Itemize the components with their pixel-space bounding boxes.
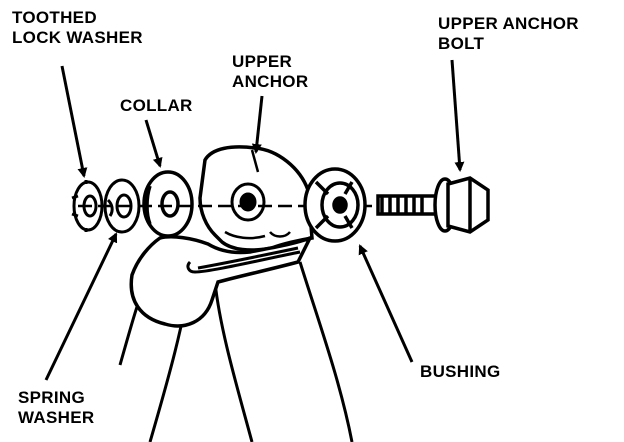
anchor-slot	[186, 246, 301, 274]
label-spring-washer-line-1: SPRING	[18, 388, 85, 407]
label-toothed-lock-washer: TOOTHED LOCK WASHER	[12, 8, 143, 48]
label-upper-anchor-bolt-line-2: BOLT	[438, 34, 485, 53]
label-collar-line-1: COLLAR	[120, 96, 193, 115]
leader-upper-anchor-bolt	[450, 59, 465, 172]
label-upper-anchor: UPPER ANCHOR	[232, 52, 308, 92]
anchor-bolt-hole	[230, 182, 266, 222]
leader-arrows	[44, 59, 465, 381]
leader-bushing	[358, 244, 414, 363]
label-toothed-lock-washer-line-2: LOCK WASHER	[12, 28, 143, 47]
label-upper-anchor-line-1: UPPER	[232, 52, 293, 71]
label-upper-anchor-bolt-line-1: UPPER ANCHOR	[438, 14, 579, 33]
collar-part	[142, 170, 194, 238]
upper-anchor-bolt-part	[376, 176, 490, 234]
label-upper-anchor-bolt: UPPER ANCHOR BOLT	[438, 14, 579, 54]
leader-spring-washer	[44, 232, 118, 381]
label-toothed-lock-washer-line-1: TOOTHED	[12, 8, 97, 27]
label-collar: COLLAR	[120, 96, 193, 116]
label-bushing-line-1: BUSHING	[420, 362, 501, 381]
label-spring-washer-line-2: WASHER	[18, 408, 95, 427]
label-bushing: BUSHING	[420, 362, 501, 382]
leader-toothed-lock-washer	[60, 65, 88, 178]
label-spring-washer: SPRING WASHER	[18, 388, 94, 428]
leader-collar	[144, 119, 163, 168]
bushing-part	[303, 167, 367, 243]
label-upper-anchor-line-2: ANCHOR	[232, 72, 309, 91]
leader-upper-anchor	[251, 95, 264, 154]
